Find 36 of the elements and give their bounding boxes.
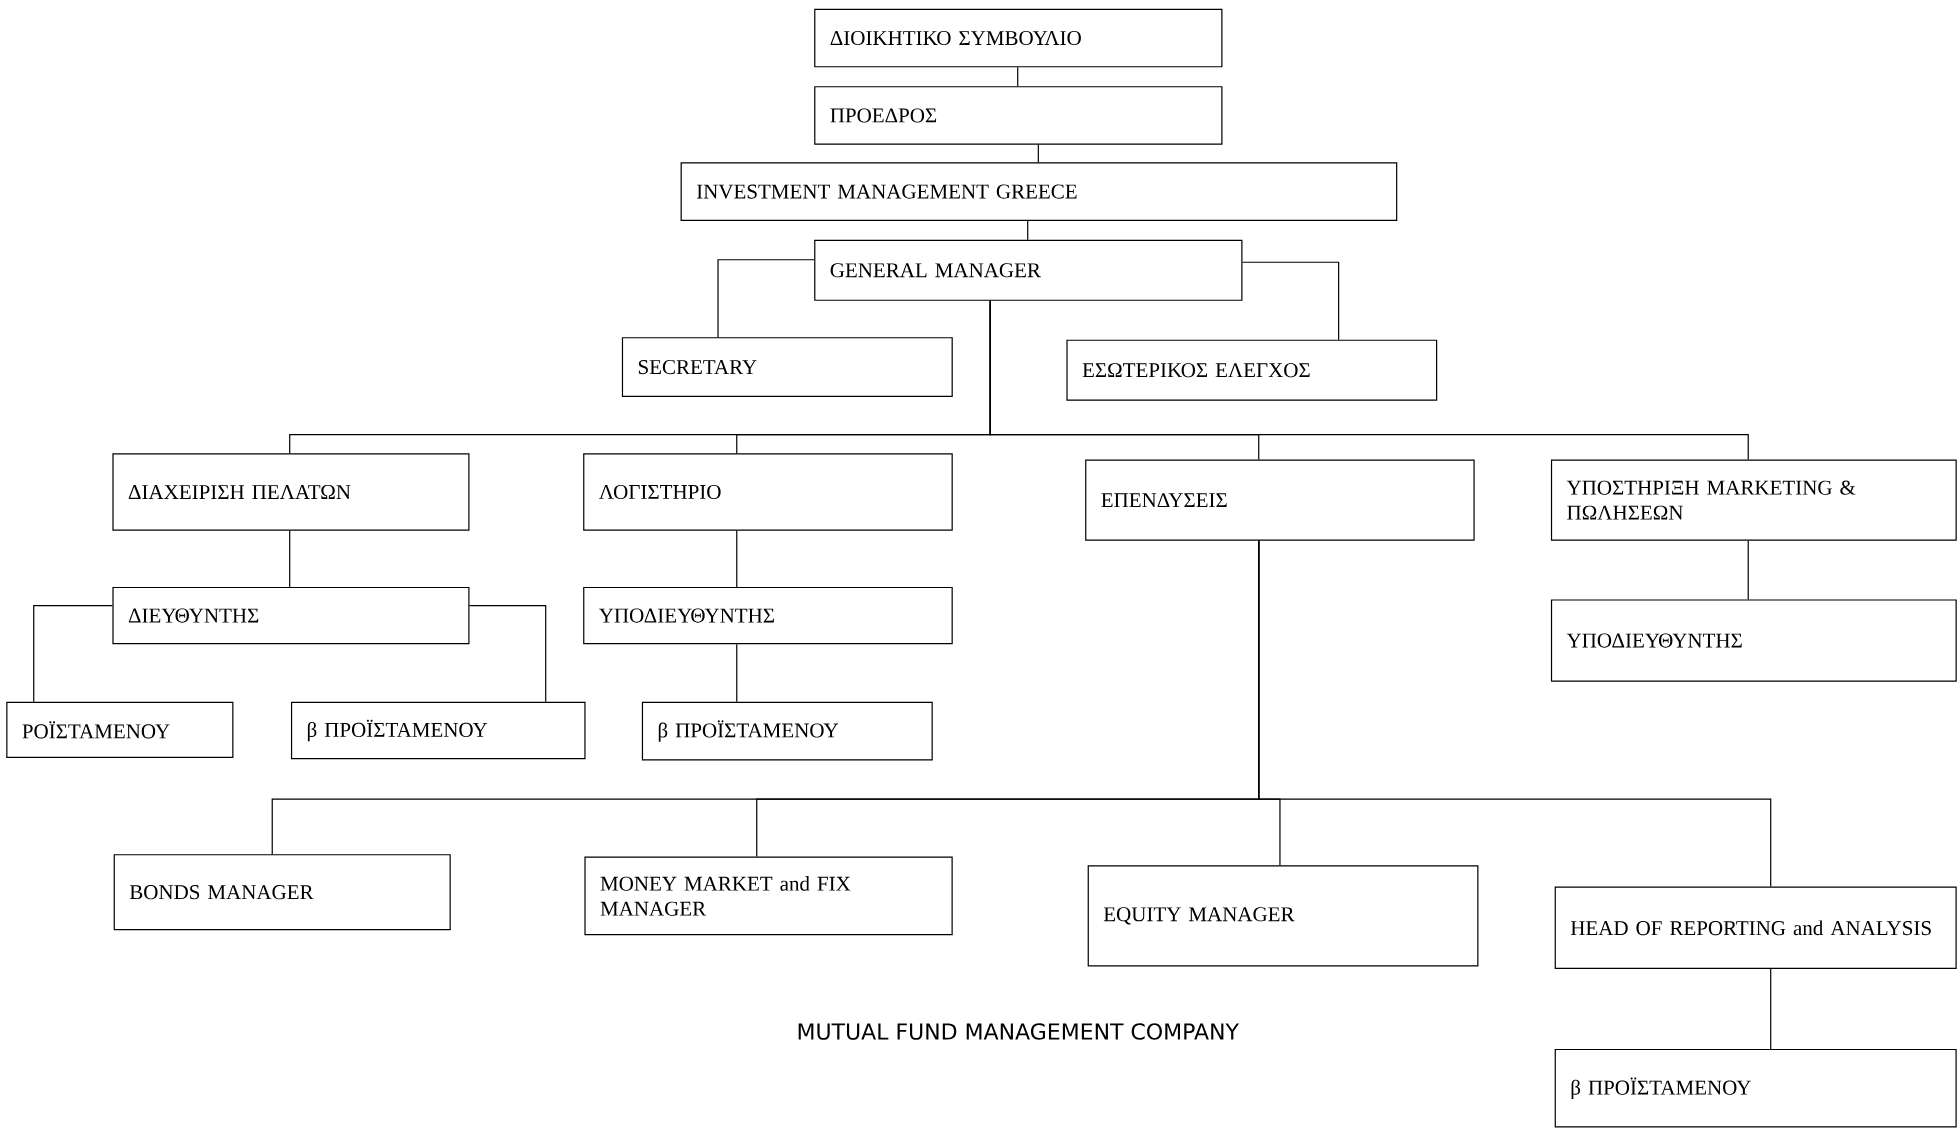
org-box: MONEY MARKET and FIX MANAGER bbox=[584, 856, 953, 936]
connector-line bbox=[1770, 968, 1772, 1050]
org-box: ΕΣΩΤΕΡΙΚΟΣ ΕΛΕΓΧΟΣ bbox=[1066, 339, 1438, 401]
org-box: ΡΟΪΣΤΑΜΕΝΟΥ bbox=[6, 701, 234, 758]
connector-line bbox=[989, 300, 1749, 461]
connector-line bbox=[289, 530, 291, 588]
org-box: ΔΙΑΧΕΙΡΙΣΗ ΠΕΛΑΤΩΝ bbox=[112, 453, 470, 531]
handwritten-note: MUTUAL FUND MANAGEMENT COMPANY bbox=[798, 1023, 1239, 1040]
org-box: β ΠΡΟΪΣΤΑΜΕΝΟΥ bbox=[641, 701, 933, 761]
connector-line bbox=[736, 530, 738, 588]
connector-line bbox=[1241, 261, 1340, 341]
connector-line bbox=[736, 643, 738, 703]
org-box: β ΠΡΟΪΣΤΑΜΕΝΟΥ bbox=[290, 701, 586, 760]
org-box: ΥΠΟΔΙΕΥΘΥΝΤΗΣ bbox=[583, 586, 953, 645]
org-box: ΥΠΟΣΤΗΡΙΞΗ MARKETING & ΠΩΛΗΣΕΩΝ bbox=[1550, 459, 1957, 541]
org-box: ΔΙΟΙΚΗΤΙΚΟ ΣΥΜΒΟΥΛΙΟ bbox=[814, 8, 1223, 68]
org-box: ΛΟΓΙΣΤΗΡΙΟ bbox=[583, 453, 953, 531]
org-box: GENERAL MANAGER bbox=[814, 239, 1243, 301]
connector-line bbox=[468, 605, 547, 703]
org-box: HEAD OF REPORTING and ANALYSIS bbox=[1554, 886, 1957, 969]
org-box: β ΠΡΟΪΣΤΑΜΕΝΟΥ bbox=[1554, 1048, 1957, 1128]
connector-line bbox=[1747, 540, 1749, 600]
org-box: SECRETARY bbox=[621, 337, 953, 398]
connector-line bbox=[717, 259, 815, 338]
org-box: BONDS MANAGER bbox=[113, 854, 451, 931]
connector-line bbox=[1017, 66, 1019, 87]
org-box: ΔΙΕΥΘΥΝΤΗΣ bbox=[112, 586, 470, 645]
connector-line bbox=[1258, 540, 1772, 888]
org-box: EQUITY MANAGER bbox=[1087, 865, 1479, 967]
connector-line bbox=[1037, 144, 1039, 163]
connector-line bbox=[1027, 220, 1029, 241]
connector-line bbox=[33, 605, 113, 703]
org-box: ΠΡΟΕΔΡΟΣ bbox=[814, 86, 1223, 145]
org-box: ΕΠΕΝΔΥΣΕΙΣ bbox=[1085, 459, 1475, 541]
org-box: INVESTMENT MANAGEMENT GREECE bbox=[680, 162, 1398, 221]
org-box: ΥΠΟΔΙΕΥΘΥΝΤΗΣ bbox=[1550, 599, 1957, 682]
